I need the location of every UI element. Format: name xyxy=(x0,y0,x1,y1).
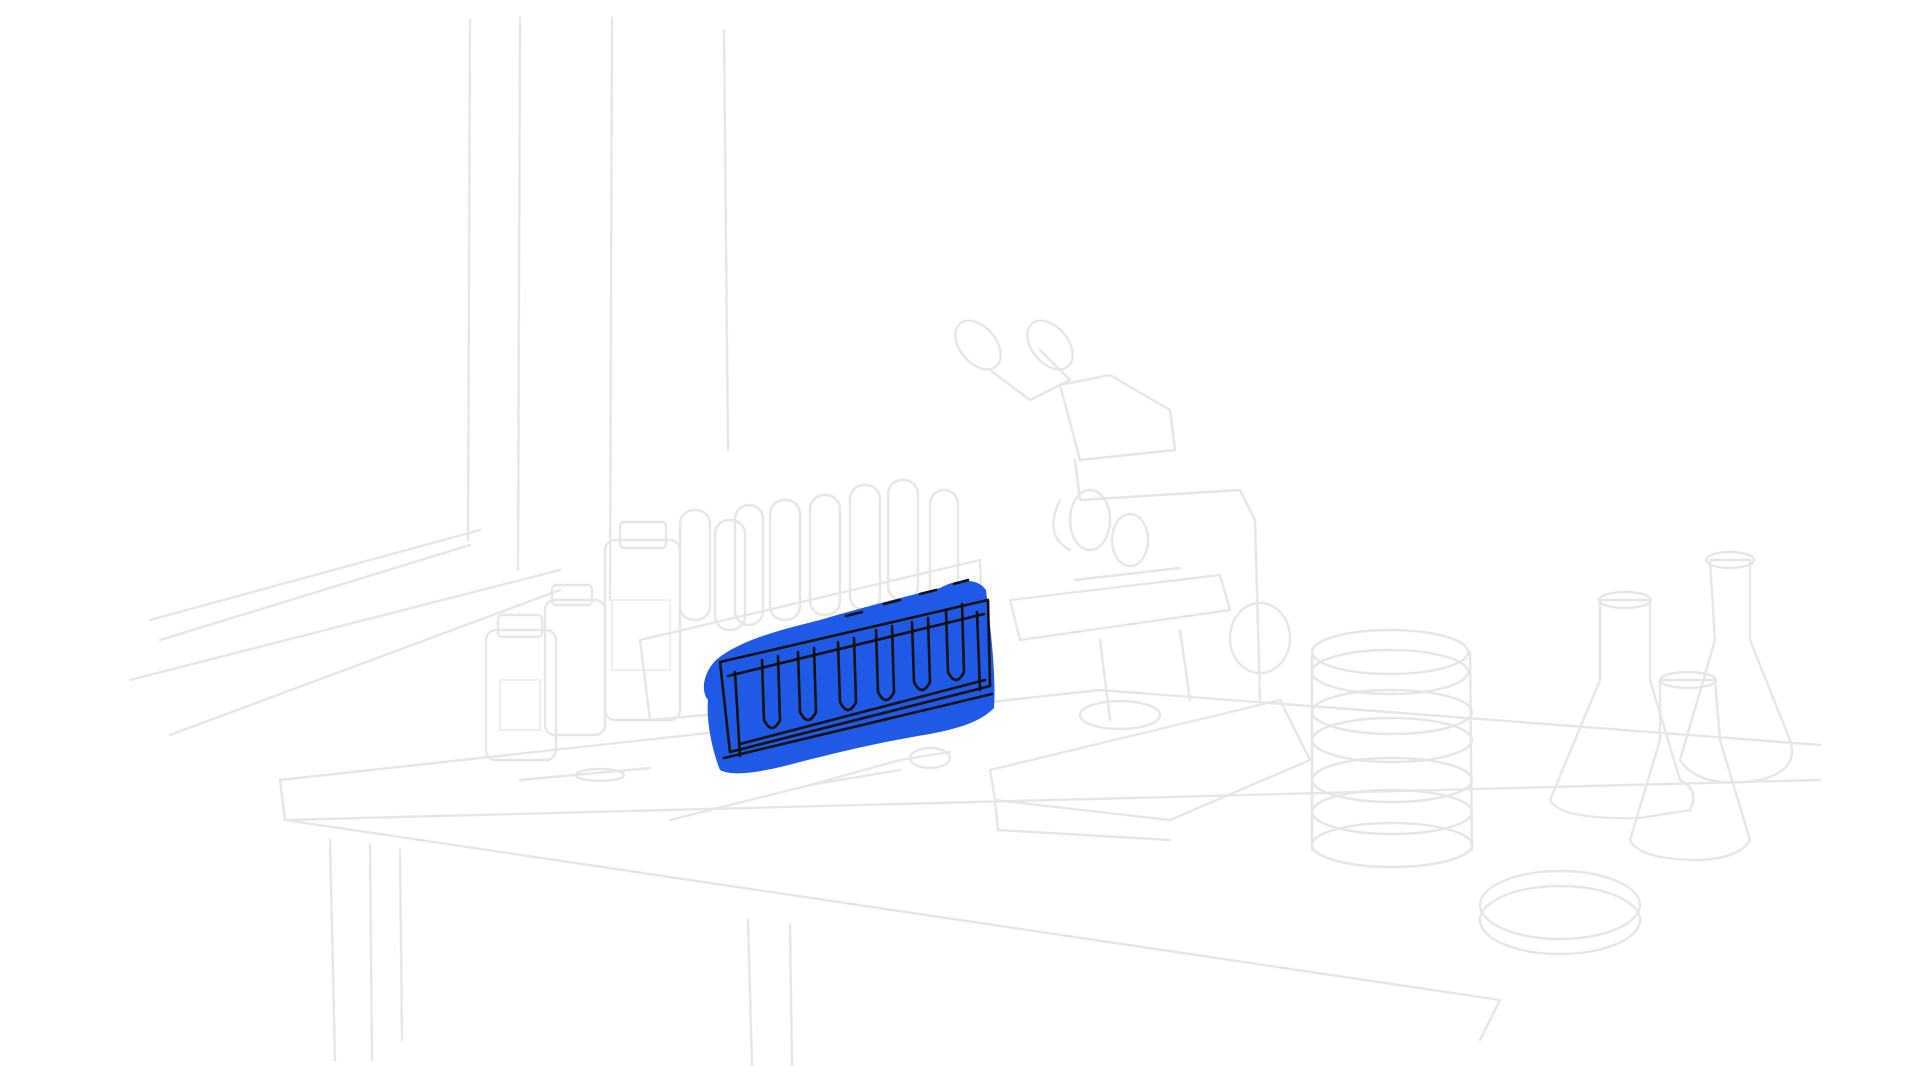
pipette-sketch xyxy=(518,746,952,822)
test-tube-rack-icon xyxy=(703,578,995,774)
petri-dish-stack-sketch xyxy=(1310,628,1474,869)
petri-dish-sketch xyxy=(1478,869,1642,956)
window-sketch xyxy=(128,16,730,737)
bottle-sketch xyxy=(484,520,682,762)
lab-table-sketch xyxy=(278,688,1822,1067)
erlenmeyer-flask-sketch xyxy=(1548,550,1794,862)
microscope-sketch xyxy=(954,319,1312,842)
